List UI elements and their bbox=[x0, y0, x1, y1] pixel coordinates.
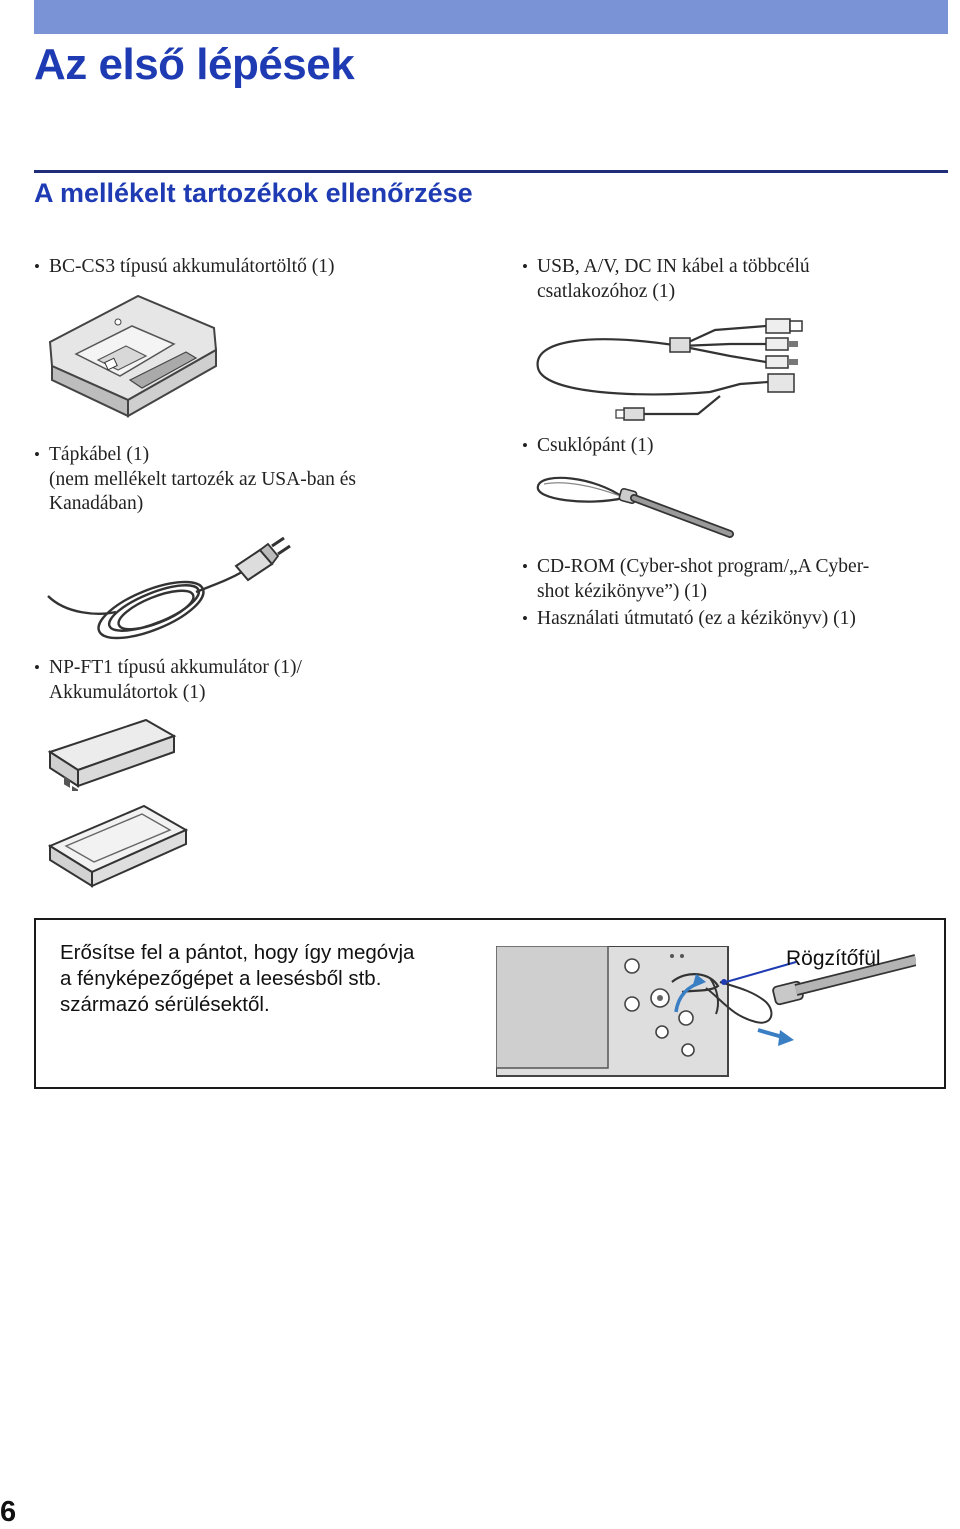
item-cd-rom-line: shot kézikönyve”) (1) bbox=[537, 580, 708, 602]
camera-strap-illustration bbox=[496, 946, 916, 1077]
item-power-cord-line: (nem mellékelt tartozék az USA-ban és bbox=[49, 468, 357, 490]
item-manual-line: Használati útmutató (ez a kézikönyv) (1) bbox=[537, 608, 856, 629]
section-divider bbox=[34, 170, 948, 173]
section-title: A mellékelt tartozékok ellenőrzése bbox=[34, 178, 473, 208]
item-usb-cable: USB, A/V, DC IN kábel a többcélú csatlak… bbox=[522, 255, 810, 304]
page-title: Az első lépések bbox=[34, 40, 355, 89]
item-power-cord: Tápkábel (1) (nem mellékelt tartozék az … bbox=[34, 443, 356, 517]
item-wrist-strap-line: Csuklópánt (1) bbox=[537, 435, 654, 456]
item-manual: Használati útmutató (ez a kézikönyv) (1) bbox=[522, 607, 856, 632]
item-battery: NP-FT1 típusú akkumulátor (1)/ Akkumulát… bbox=[34, 656, 302, 705]
battery-illustration bbox=[47, 718, 177, 791]
usb-cable-illustration bbox=[536, 318, 803, 421]
strap-note-line: a fényképezőgépet a leesésből stb. bbox=[60, 967, 382, 990]
item-charger-line: BC-CS3 típusú akkumulátortöltő (1) bbox=[49, 256, 335, 277]
item-battery-line: Akkumulátortok (1) bbox=[49, 681, 206, 703]
top-banner-bar bbox=[34, 0, 948, 34]
item-cd-rom: CD-ROM (Cyber-shot program/„A Cyber- sho… bbox=[522, 555, 869, 604]
strap-note-line: származó sérülésektől. bbox=[60, 993, 270, 1016]
item-power-cord-line: Tápkábel (1) bbox=[49, 444, 150, 465]
attachment-point-label: Rögzítőfül bbox=[786, 947, 881, 970]
item-power-cord-line: Kanadában) bbox=[49, 493, 144, 514]
battery-case-illustration bbox=[47, 804, 189, 888]
wrist-strap-illustration bbox=[536, 476, 734, 538]
strap-note-text: Erősítse fel a pántot, hogy így megóvja … bbox=[60, 940, 480, 1018]
charger-illustration bbox=[48, 294, 218, 418]
item-battery-line: NP-FT1 típusú akkumulátor (1)/ bbox=[49, 657, 302, 678]
page-number: 6 bbox=[0, 1496, 17, 1528]
power-cord-illustration bbox=[47, 536, 291, 640]
strap-note-box: Erősítse fel a pántot, hogy így megóvja … bbox=[34, 918, 946, 1089]
item-usb-cable-line: csatlakozóhoz (1) bbox=[537, 280, 676, 302]
item-charger: BC-CS3 típusú akkumulátortöltő (1) bbox=[34, 255, 334, 280]
strap-note-line: Erősítse fel a pántot, hogy így megóvja bbox=[60, 941, 415, 964]
item-cd-rom-line: CD-ROM (Cyber-shot program/„A Cyber- bbox=[537, 556, 870, 577]
item-wrist-strap: Csuklópánt (1) bbox=[522, 434, 653, 459]
item-usb-cable-line: USB, A/V, DC IN kábel a többcélú bbox=[537, 256, 810, 277]
